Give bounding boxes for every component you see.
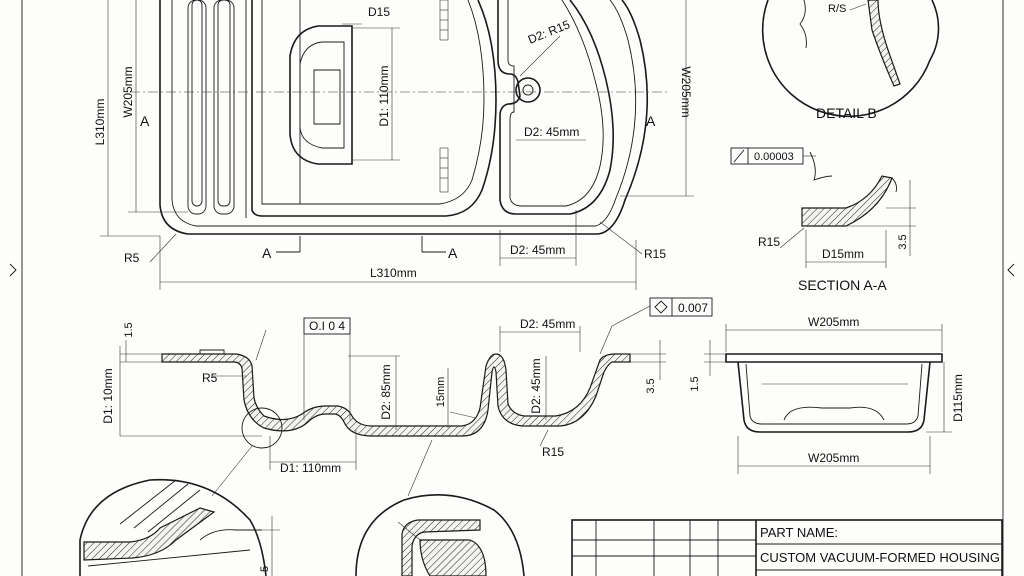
detail-b-rs-label: R/S xyxy=(828,3,846,15)
top-d2-r15-label: D2: R15 xyxy=(526,17,572,47)
front-d1-110-label: D1: 110mm xyxy=(280,461,341,475)
end-w205-top-label: W205mm xyxy=(808,315,859,329)
top-r5-label: R5 xyxy=(124,251,140,265)
top-l310-bottom-label: L310mm xyxy=(370,266,417,280)
detail-left-dim: 5 xyxy=(259,566,271,572)
front-dim-15: 1.5 xyxy=(123,322,135,337)
top-d1-110-label: D1: 110mm xyxy=(377,65,391,126)
top-d2-45-bottom-label: D2: 45mm xyxy=(510,243,565,257)
detail-view-left: 5 xyxy=(79,478,280,576)
front-profile-tolerance: 0.007 xyxy=(678,301,708,315)
front-r15-label: R15 xyxy=(542,445,564,459)
section-aa-tolerance: 0.00003 xyxy=(754,151,794,163)
front-d2-45-label: D2: 45mm xyxy=(520,317,575,331)
end-view: W205mm 1.5 D115mm W205mm xyxy=(689,315,965,474)
section-marker-a-bottom-left: A xyxy=(262,245,272,261)
section-aa-title: SECTION A-A xyxy=(798,277,887,293)
front-d2-85-label: D2: 85mm xyxy=(379,364,393,419)
rib-markers xyxy=(439,0,449,193)
section-marker-a-right: A xyxy=(646,113,656,129)
detail-b: R/S DETAIL B xyxy=(761,0,940,121)
top-w205-left-label: W205mm xyxy=(121,66,135,117)
title-part-name-value: CUSTOM VACUUM-FORMED HOUSING xyxy=(760,550,1000,565)
front-flatness-label: O.I 0 4 xyxy=(309,319,345,333)
end-dim-15: 1.5 xyxy=(689,376,701,391)
section-aa: 0.00003 R15 D15mm 3.5 SECTION A-A xyxy=(730,147,916,293)
top-l310-vertical-label: L310mm xyxy=(93,99,107,146)
section-aa-dim-35: 3.5 xyxy=(897,234,909,249)
top-r15-label: R15 xyxy=(644,247,666,261)
front-dim-15mm: 15mm xyxy=(435,377,447,408)
top-d2-45-mid-label: D2: 45mm xyxy=(524,125,579,139)
section-aa-r15-label: R15 xyxy=(758,235,780,249)
front-d1-10-label: D1: 10mm xyxy=(101,368,115,423)
detail-b-title: DETAIL B xyxy=(816,105,877,121)
title-part-name-label: PART NAME: xyxy=(760,525,838,540)
detail-view-right xyxy=(355,494,525,576)
front-section-view: 1.5 O.I 0 4 D2: 45mm 0.007 R5 D1: 10mm D… xyxy=(101,297,713,497)
front-r5-label: R5 xyxy=(202,371,218,385)
front-d2-45-vert-label: D2: 45mm xyxy=(529,358,543,413)
section-marker-a-bottom-right: A xyxy=(448,245,458,261)
section-marker-a-left: A xyxy=(140,113,150,129)
section-aa-d15-label: D15mm xyxy=(822,247,864,261)
end-d115-label: D115mm xyxy=(951,374,965,422)
top-view: D15 D2: R15 L310mm W205mm W205mm D1: 110… xyxy=(93,0,694,290)
end-w205-bottom-label: W205mm xyxy=(808,451,859,465)
title-block: PART NAME: CUSTOM VACUUM-FORMED HOUSING xyxy=(571,519,1003,576)
sheet-border xyxy=(9,0,1015,576)
top-w205-right-label: W205mm xyxy=(679,66,693,117)
top-d15-label: D15 xyxy=(368,5,390,19)
front-dim-35: 3.5 xyxy=(645,378,657,393)
